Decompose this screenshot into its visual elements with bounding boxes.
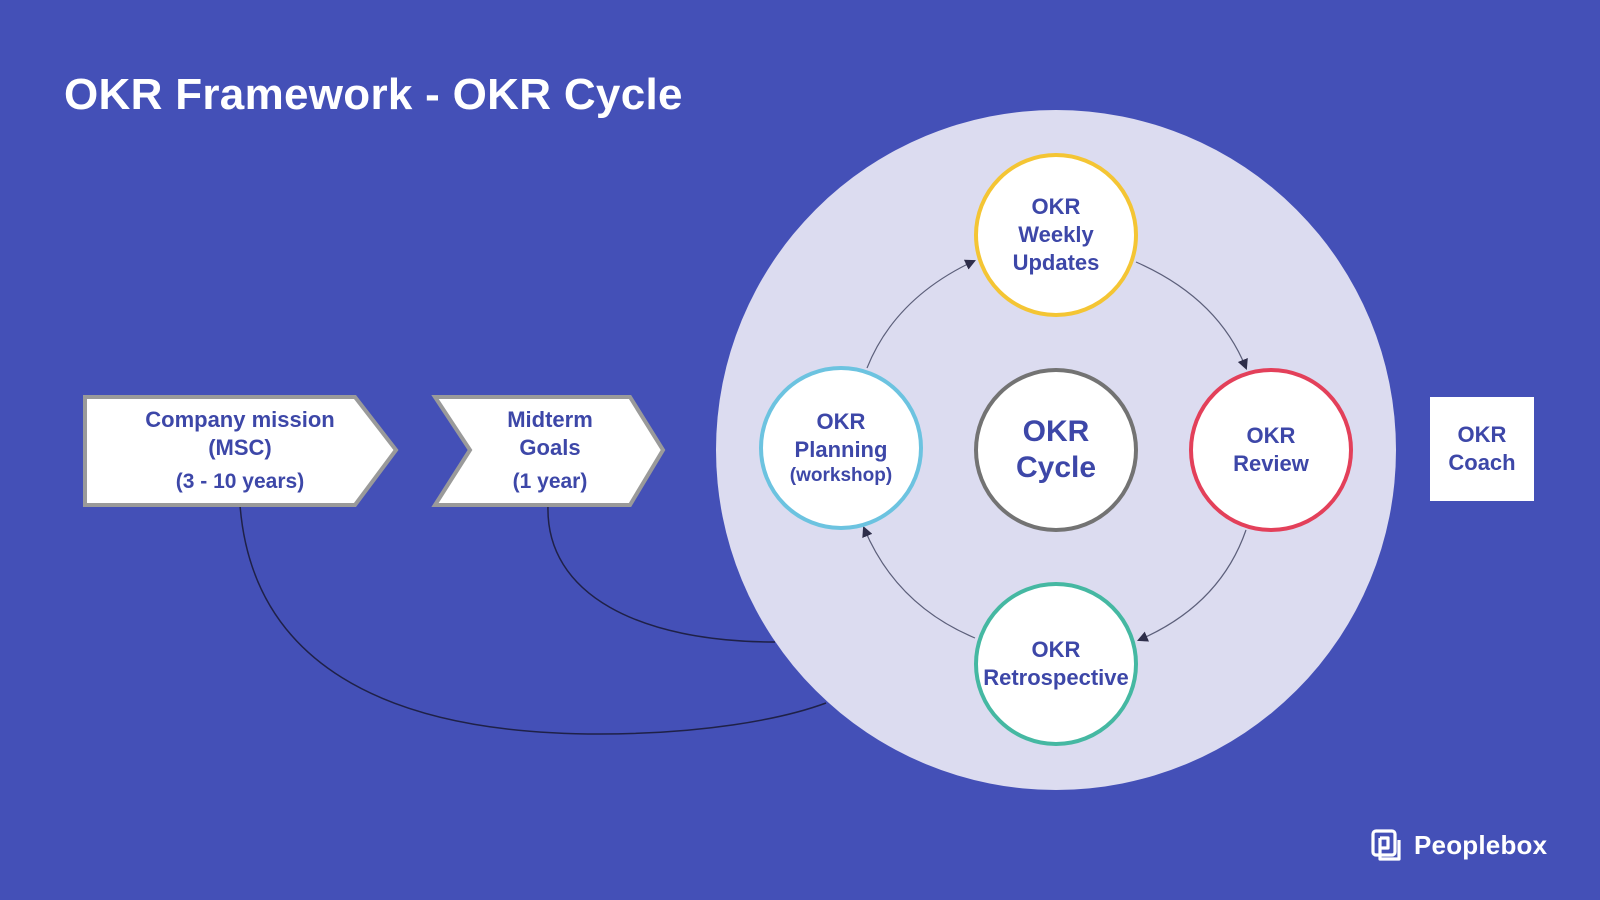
center-line2: Cycle xyxy=(1015,451,1097,484)
weekly-line3: Updates xyxy=(1012,250,1100,275)
review-line1: OKR xyxy=(1246,423,1296,448)
midterm-goals-duration: (1 year) xyxy=(512,470,588,493)
company-mission-abbr: (MSC) xyxy=(208,435,272,460)
review-line2: Review xyxy=(1233,451,1309,476)
brand-name: Peoplebox xyxy=(1414,829,1548,860)
planning-line2: Planning xyxy=(794,437,888,462)
weekly-line2: Weekly xyxy=(1018,222,1094,247)
okr-weekly-updates-node: OKR Weekly Updates xyxy=(974,153,1138,317)
midterm-goals-title-line2: Goals xyxy=(519,435,581,460)
weekly-line1: OKR xyxy=(1031,194,1081,219)
okr-review-node: OKR Review xyxy=(1189,368,1353,532)
company-mission-chevron xyxy=(83,395,399,507)
mission-to-cycle-connector xyxy=(239,504,827,735)
planning-to-weekly-arrow xyxy=(866,259,976,369)
slide-title: OKR Framework - OKR Cycle xyxy=(64,70,683,119)
midterm-goals-chevron xyxy=(431,395,666,507)
okr-cycle-center-node: OKR Cycle xyxy=(974,368,1138,532)
review-to-retro-arrow xyxy=(1137,529,1247,642)
okr-planning-node: OKR Planning (workshop) xyxy=(759,366,923,530)
planning-line1: OKR xyxy=(816,409,866,434)
weekly-to-review-arrow xyxy=(1135,261,1248,371)
center-line1: OKR xyxy=(1022,415,1090,448)
midterm-goals-label: Midterm Goals (1 year) xyxy=(470,397,630,505)
retro-line1: OKR xyxy=(1031,637,1081,662)
company-mission-duration: (3 - 10 years) xyxy=(175,470,305,493)
coach-line2: Coach xyxy=(1448,450,1516,475)
midterm-to-cycle-connector xyxy=(547,504,776,643)
retro-to-planning-arrow xyxy=(862,526,976,639)
coach-line1: OKR xyxy=(1457,422,1507,447)
okr-retrospective-node: OKR Retrospective xyxy=(974,582,1138,746)
company-mission-label: Company mission (MSC) (3 - 10 years) xyxy=(120,397,360,505)
okr-coach-box: OKR Coach xyxy=(1430,397,1534,501)
planning-line3: (workshop) xyxy=(789,465,893,486)
peoplebox-brand: Peoplebox xyxy=(1370,828,1547,862)
retro-line2: Retrospective xyxy=(983,665,1129,690)
peoplebox-logo-icon xyxy=(1371,829,1401,861)
company-mission-title: Company mission xyxy=(145,407,335,432)
midterm-goals-title-line1: Midterm xyxy=(507,407,593,432)
